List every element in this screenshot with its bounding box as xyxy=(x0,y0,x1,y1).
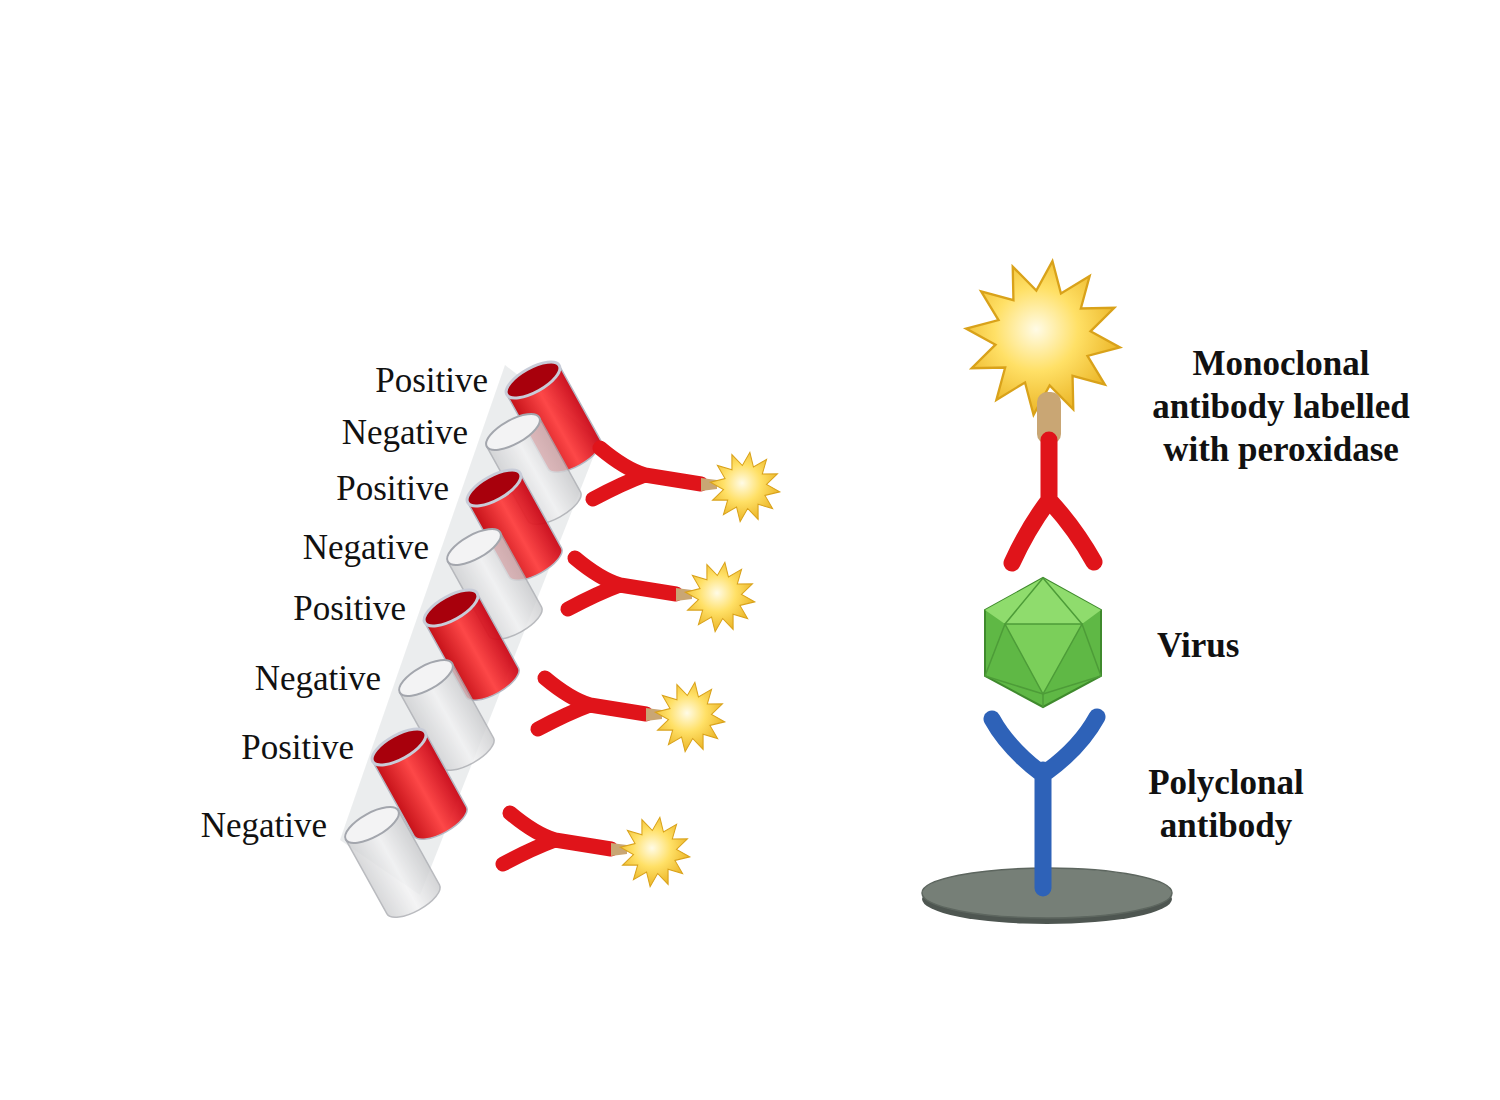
result-label: Positive xyxy=(373,359,488,402)
negative-tube xyxy=(340,800,445,924)
virus-edges xyxy=(985,578,1101,707)
virus-face xyxy=(1005,624,1082,694)
virus-outline xyxy=(985,578,1101,707)
labelled-antibody xyxy=(568,558,692,609)
labelled-antibody xyxy=(503,813,627,864)
result-label: Positive xyxy=(239,726,354,769)
peroxidase-star xyxy=(615,812,694,891)
labelled-antibody xyxy=(538,678,662,729)
component-label: Polyclonal antibody xyxy=(1116,761,1336,847)
result-label: Negative xyxy=(252,657,381,700)
monoclonal-antibody xyxy=(1012,440,1094,563)
result-label: Negative xyxy=(339,411,468,454)
peroxidase-star xyxy=(705,447,784,526)
labelled-antibody xyxy=(593,448,717,499)
component-label: Monoclonal antibody labelled with peroxi… xyxy=(1136,342,1426,471)
result-label: Positive xyxy=(334,467,449,510)
result-label: Negative xyxy=(198,804,327,847)
result-label: Positive xyxy=(291,587,406,630)
component-label: Virus xyxy=(1157,624,1357,667)
polyclonal-antibody xyxy=(992,717,1097,888)
result-label: Negative xyxy=(300,526,429,569)
virus-face xyxy=(985,578,1101,624)
virus-icosahedron xyxy=(985,578,1101,707)
peroxidase-star xyxy=(650,677,729,756)
peroxidase-star xyxy=(680,557,759,636)
